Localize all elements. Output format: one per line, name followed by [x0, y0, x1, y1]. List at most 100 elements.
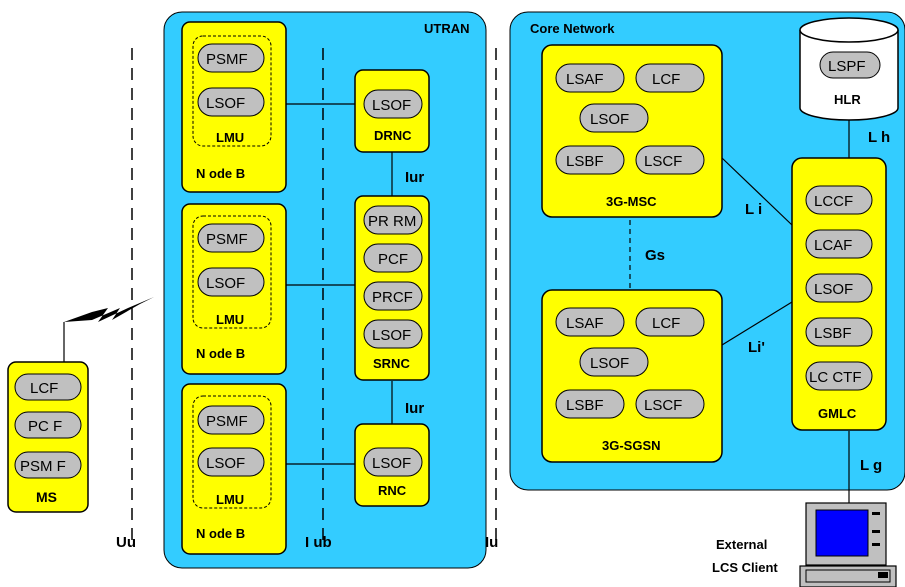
svg-text:LSOF: LSOF — [372, 97, 411, 114]
li-prime-label: Li' — [748, 339, 765, 356]
gmlc-lsof-pill: LSOF — [805, 273, 873, 303]
svg-text:LSPF: LSPF — [828, 58, 866, 75]
svg-text:PC F: PC F — [28, 418, 62, 435]
svg-text:PSM F: PSM F — [20, 458, 66, 475]
hlr-label: HLR — [834, 92, 861, 107]
svg-text:LSOF: LSOF — [206, 275, 245, 292]
radio-link-icon — [64, 297, 154, 322]
lg-label: L g — [860, 457, 882, 474]
rnc-lsof-pill: LSOF — [363, 447, 423, 477]
ms-psmf-pill: PSM F — [14, 451, 82, 479]
srnc-lsof-pill: LSOF — [363, 319, 423, 349]
svg-text:PSMF: PSMF — [206, 231, 248, 248]
srnc-label: SRNC — [373, 356, 410, 371]
node-b-2: LMU N ode B PSMF LSOF — [181, 203, 287, 375]
gs-label: Gs — [645, 247, 665, 264]
li-label: L i — [745, 201, 762, 218]
svg-text:LCF: LCF — [652, 315, 680, 332]
svg-text:PCF: PCF — [378, 251, 408, 268]
hlr: LSPF HLR — [799, 17, 899, 121]
sgsn-lscf-pill: LSCF — [635, 389, 705, 419]
gmlc-lccf-pill: LCCF — [805, 185, 873, 215]
gmlc-lsbf-pill: LSBF — [805, 317, 873, 347]
iu-label: Iu — [485, 534, 498, 551]
svg-text:LSOF: LSOF — [372, 327, 411, 344]
gmlc-label: GMLC — [818, 406, 857, 421]
node-b-3-lsof-pill: LSOF — [197, 447, 265, 477]
svg-text:LCF: LCF — [30, 380, 58, 397]
svg-text:LSBF: LSBF — [814, 325, 852, 342]
gmlc: LCCF LCAF LSOF LSBF LC CTF GMLC — [791, 157, 887, 431]
srnc-prcf-pill: PRCF — [363, 281, 423, 311]
drnc-lsof-pill: LSOF — [363, 89, 423, 119]
lmu-2-label: LMU — [216, 312, 244, 327]
lh-label: L h — [868, 129, 890, 146]
lmu-1-label: LMU — [216, 130, 244, 145]
node-b-1-label: N ode B — [196, 166, 245, 181]
client-label-line2: LCS Client — [712, 560, 778, 575]
svg-text:PR RM: PR RM — [368, 213, 416, 230]
utran-label: UTRAN — [424, 21, 470, 36]
svg-text:LSCF: LSCF — [644, 153, 682, 170]
node-b-1-psmf-pill: PSMF — [197, 43, 265, 73]
node-b-1-lsof-pill: LSOF — [197, 87, 265, 117]
drnc: LSOF DRNC — [354, 69, 430, 153]
ms-label: MS — [36, 489, 57, 505]
svg-text:LSOF: LSOF — [372, 455, 411, 472]
sgsn-lsbf-pill: LSBF — [555, 389, 625, 419]
node-b-2-label: N ode B — [196, 346, 245, 361]
client-label-line1: External — [716, 537, 767, 552]
svg-text:LCF: LCF — [652, 71, 680, 88]
sgsn-gmlc-link — [721, 301, 793, 346]
node-b-3: LMU N ode B PSMF LSOF — [181, 383, 287, 555]
uu-label: Uu — [116, 534, 136, 551]
svg-text:LSAF: LSAF — [566, 71, 604, 88]
drnc-label: DRNC — [374, 128, 412, 143]
svg-text:LSOF: LSOF — [590, 355, 629, 372]
node-b-1: LMU N ode B PSMF LSOF — [181, 21, 287, 193]
sgsn-lcf-pill: LCF — [635, 307, 705, 337]
srnc: PR RM PCF PRCF LSOF SRNC — [354, 195, 430, 381]
iub-label: I ub — [305, 534, 332, 551]
svg-text:LSCF: LSCF — [644, 397, 682, 414]
svg-text:LSOF: LSOF — [590, 111, 629, 128]
svg-text:LSOF: LSOF — [814, 281, 853, 298]
ms: LCF PC F PSM F MS — [7, 361, 89, 513]
svg-text:LSOF: LSOF — [206, 95, 245, 112]
sgsn: LSAF LCF LSOF LSBF LSCF 3G-SGSN — [541, 289, 723, 463]
node-b-3-psmf-pill: PSMF — [197, 405, 265, 435]
gmlc-lcctf-pill: LC CTF — [805, 361, 873, 391]
svg-text:LSOF: LSOF — [206, 455, 245, 472]
hlr-lspf-pill: LSPF — [819, 51, 881, 79]
iur1-label: Iur — [405, 169, 424, 186]
msc-lscf-pill: LSCF — [635, 145, 705, 175]
node-b-3-label: N ode B — [196, 526, 245, 541]
sgsn-lsaf-pill: LSAF — [555, 307, 625, 337]
sgsn-lsof-pill: LSOF — [579, 347, 649, 377]
rnc: LSOF RNC — [354, 423, 430, 507]
srnc-pcf-pill: PCF — [363, 243, 423, 273]
msc-lcf-pill: LCF — [635, 63, 705, 93]
srnc-prrm-pill: PR RM — [363, 205, 423, 235]
msc-gmlc-link — [721, 157, 793, 226]
msc-lsbf-pill: LSBF — [555, 145, 625, 175]
svg-text:LC CTF: LC CTF — [809, 369, 862, 386]
svg-text:LSBF: LSBF — [566, 153, 604, 170]
svg-text:LSAF: LSAF — [566, 315, 604, 332]
svg-text:PSMF: PSMF — [206, 413, 248, 430]
msc-label: 3G-MSC — [606, 194, 657, 209]
lmu-3-label: LMU — [216, 492, 244, 507]
ms-pcf-pill: PC F — [14, 411, 82, 439]
msc-lsaf-pill: LSAF — [555, 63, 625, 93]
svg-text:LCAF: LCAF — [814, 237, 852, 254]
msc: LSAF LCF LSOF LSBF LSCF 3G-MSC — [541, 44, 723, 218]
svg-text:LSBF: LSBF — [566, 397, 604, 414]
msc-lsof-pill: LSOF — [579, 103, 649, 133]
sgsn-label: 3G-SGSN — [602, 438, 661, 453]
iur2-label: Iur — [405, 400, 424, 417]
core-network-label: Core Network — [530, 21, 615, 36]
svg-text:PRCF: PRCF — [372, 289, 413, 306]
computer-icon — [799, 502, 897, 587]
node-b-2-lsof-pill: LSOF — [197, 267, 265, 297]
